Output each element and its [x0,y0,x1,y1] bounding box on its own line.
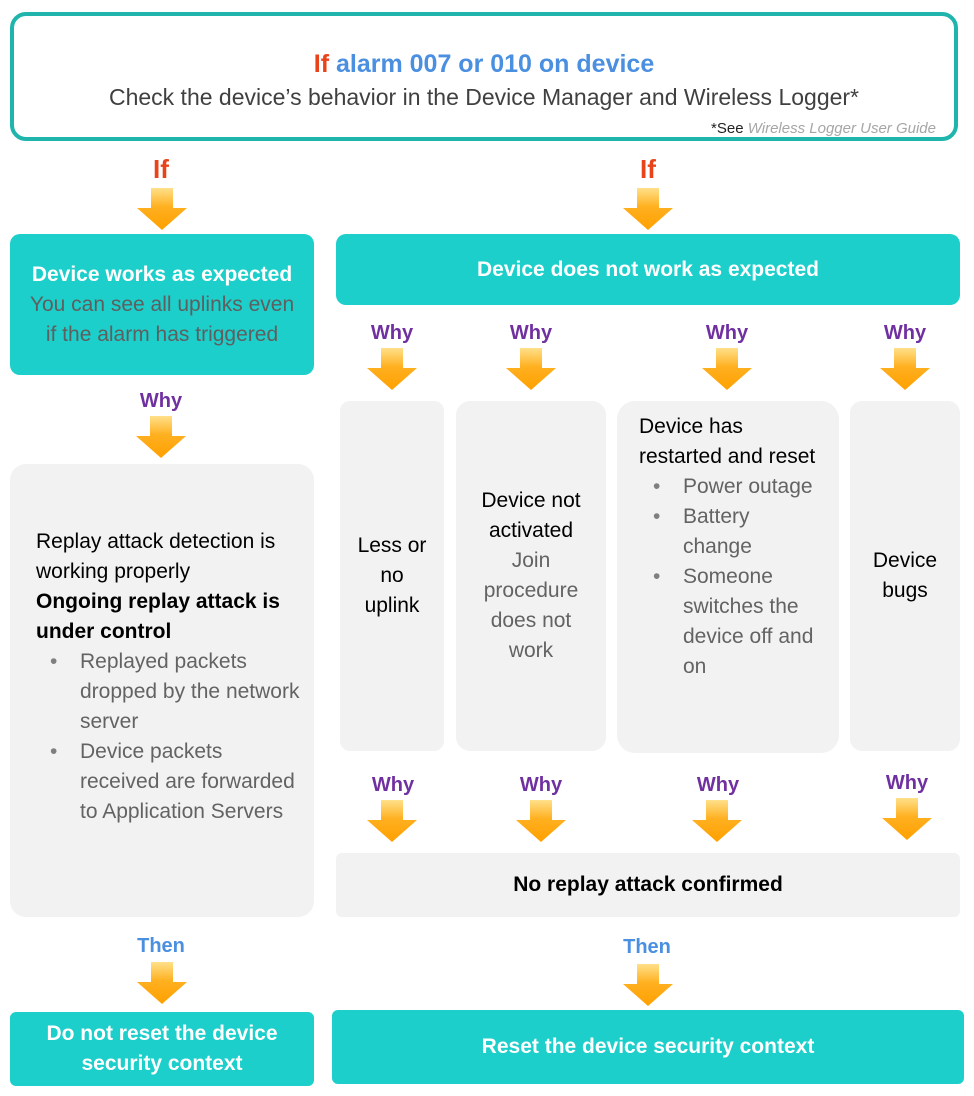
cause-bugs-box: Device bugs [850,401,960,751]
why-label: Why [696,774,740,796]
left-if-label: If [153,154,169,184]
down-arrow-icon [880,348,930,390]
cause-not-activated-box: Device not activated Join procedure does… [456,401,606,751]
device-not-working-title: Device does not work as expected [477,257,819,281]
down-arrow-icon [623,188,673,230]
cause-less-uplink-text: Less or no uplink [357,534,427,617]
then-label: Then [137,935,185,957]
restart-bullet: Battery change [653,502,823,562]
down-arrow-icon [136,416,186,458]
cause-not-activated-detail: Join procedure does not work [483,549,579,662]
down-arrow-icon [516,800,566,842]
replay-bullet: Replayed packets dropped by the network … [50,647,300,737]
cause-not-activated-text: Device not activated [481,489,581,542]
header-check-text: Check the device’s behavior in the Devic… [108,84,860,110]
reset-text: Reset the device security context [481,1035,815,1058]
wireless-logger-guide-reference: Wireless Logger User Guide [747,120,936,137]
device-works-detail: You can see all uplinks even if the alar… [29,292,295,346]
device-works-box: Device works as expected You can see all… [10,234,314,375]
why-label: Why [883,322,927,344]
why-label: Why [371,774,415,796]
replay-detection-text: Replay attack detection is working prope… [36,530,276,583]
why-label: Why [705,322,749,344]
device-not-working-box: Device does not work as expected [336,234,960,305]
down-arrow-icon [137,962,187,1004]
replay-bullet: Device packets received are forwarded to… [50,737,300,827]
down-arrow-icon [506,348,556,390]
header-box: If alarm 007 or 010 on device Check the … [10,12,958,141]
then-label: Then [623,936,671,958]
header-if-word: If [313,50,330,78]
cause-restarted-text: Device has restarted and reset [639,415,816,468]
why-label: Why [509,322,553,344]
header-note: *See Wireless Logger User Guide [711,120,936,137]
header-condition: If alarm 007 or 010 on device [14,50,954,79]
replay-detection-box: Replay attack detection is working prope… [10,464,314,917]
no-replay-confirmed-box: No replay attack confirmed [336,853,960,917]
right-if-label: If [640,154,656,184]
cause-bugs-text: Device bugs [872,549,938,602]
do-not-reset-box: Do not reset the device security context [10,1012,314,1086]
header-note-prefix: *See [711,120,744,137]
down-arrow-icon [623,964,673,1006]
restart-bullet: Power outage [653,472,823,502]
device-works-title: Device works as expected [31,262,293,286]
replay-under-control-text: Ongoing replay attack is under control [36,590,280,643]
down-arrow-icon [137,188,187,230]
why-label: Why [139,390,183,412]
cause-restarted-box: Device has restarted and reset Power out… [617,401,839,753]
why-label: Why [370,322,414,344]
down-arrow-icon [367,348,417,390]
restart-bullets: Power outage Battery change Someone swit… [653,472,823,682]
down-arrow-icon [367,800,417,842]
reset-box: Reset the device security context [332,1010,964,1084]
no-replay-confirmed-text: No replay attack confirmed [513,873,783,896]
down-arrow-icon [882,798,932,840]
replay-bullets: Replayed packets dropped by the network … [50,647,300,827]
down-arrow-icon [702,348,752,390]
why-label: Why [519,774,563,796]
restart-bullet: Someone switches the device off and on [653,562,823,682]
down-arrow-icon [692,800,742,842]
header-alarm-text: alarm 007 or 010 on device [335,50,655,78]
cause-less-uplink-box: Less or no uplink [340,401,444,751]
do-not-reset-text: Do not reset the device security context [46,1022,278,1075]
why-label: Why [885,772,929,794]
